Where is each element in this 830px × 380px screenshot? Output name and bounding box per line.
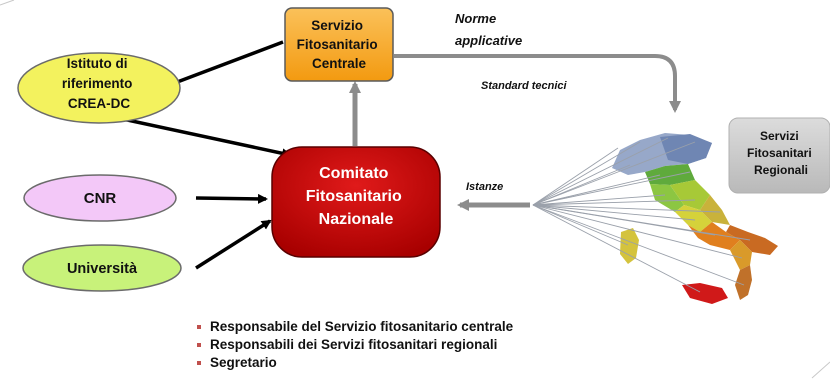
standard-tecnici-label: Standard tecnici [481,80,568,92]
svg-text:Norme applicative: Norme applicative [455,11,522,48]
servizi-regionali-line-2: Fitosanitari [747,146,812,160]
node-cnr: CNR [23,174,177,222]
bullet-icon [197,325,201,329]
norme-label-line-2: applicative [455,33,522,48]
members-list: Responsabile del Servizio fitosanitario … [196,318,513,372]
comitato-line-2: Fitosanitario [306,188,402,205]
arrow-cnr-to-comitato [195,193,268,204]
arrow-centrale-to-istituto [162,40,284,89]
members-list-item: Responsabili dei Servizi fitosanitari re… [196,336,513,354]
svg-text:Comitato Fitosanitario: Comitato Fitosanitario Nazionale [306,165,406,228]
servizio-centrale-line-3: Centrale [312,56,367,71]
cnr-label: CNR [84,190,117,207]
node-comitato: Comitato Fitosanitario Nazionale [271,146,441,258]
node-servizi-regionali: Servizi Fitosanitari Regionali [728,117,830,194]
node-universita: Università [22,244,182,292]
node-servizio-centrale: Servizio Fitosanitario Centrale [284,7,394,82]
bullet-icon [197,361,201,365]
comitato-line-3: Nazionale [319,211,394,228]
universita-label: Università [67,261,138,277]
norme-label-line-1: Norme [455,11,496,26]
istituto-line-1: Istituto di [67,56,128,71]
svg-text:Istituto di riferimento: Istituto di riferimento CREA-DC [62,56,136,111]
members-list-text: Responsabili dei Servizi fitosanitari re… [210,337,498,352]
servizio-centrale-line-2: Fitosanitario [297,37,378,52]
servizi-regionali-line-1: Servizi [760,129,799,143]
svg-text:Servizi Fitosanitari: Servizi Fitosanitari Regionali [747,129,815,177]
members-list-item: Responsabile del Servizio fitosanitario … [196,318,513,336]
members-list-item: Segretario [196,354,513,372]
servizi-regionali-line-3: Regionali [754,163,808,177]
servizio-centrale-line-1: Servizio [311,18,363,33]
corner-line-bottom-right [811,361,830,379]
node-istituto: Istituto di riferimento CREA-DC [17,52,181,124]
arrow-centrale-to-regioni [394,54,681,113]
members-list-text: Responsabile del Servizio fitosanitario … [210,319,514,334]
bullet-icon [197,343,201,347]
svg-text:Servizio Fitosanitario: Servizio Fitosanitario Centrale [297,18,382,71]
members-list-text: Segretario [210,355,277,370]
corner-line-top-left [0,0,15,6]
istituto-line-2: riferimento [62,76,133,91]
arrow-universita-to-comitato [195,219,272,270]
comitato-line-1: Comitato [319,165,389,182]
fan-lines [532,137,751,293]
istanze-label: Istanze [466,181,503,193]
arrow-istituto-to-comitato [117,116,292,159]
istituto-line-3: CREA-DC [68,96,130,111]
